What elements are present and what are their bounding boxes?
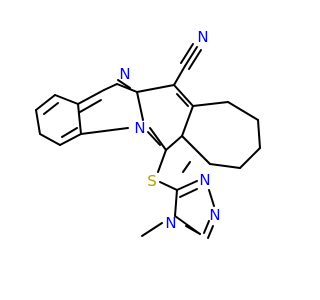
atom-triazole-nitrogen-2: N	[209, 206, 220, 224]
atom-nitrile-nitrogen: N	[197, 28, 208, 46]
cyclohexane-ring	[181, 101, 261, 173]
n-methyl-group	[141, 222, 163, 237]
molecule-canvas: N N N S N N N	[35, 28, 261, 239]
nitrile-attach-bond	[173, 65, 186, 86]
benzene-ring	[35, 83, 118, 146]
thioether-linker	[157, 149, 178, 191]
imidazole-ring	[80, 79, 144, 135]
structure-drawing: N N N S N N N	[35, 28, 261, 239]
atom-sulfur: S	[147, 172, 157, 190]
triazole-ring	[174, 180, 215, 239]
atom-imidazole-nitrogen: N	[119, 65, 130, 83]
pyridine-ring	[136, 84, 194, 151]
atom-bridgehead-nitrogen: N	[134, 119, 145, 137]
atom-triazole-nitrogen-1: N	[199, 171, 210, 189]
nitrile-group	[173, 43, 202, 86]
atom-triazole-methyl-nitrogen: N	[165, 214, 176, 232]
